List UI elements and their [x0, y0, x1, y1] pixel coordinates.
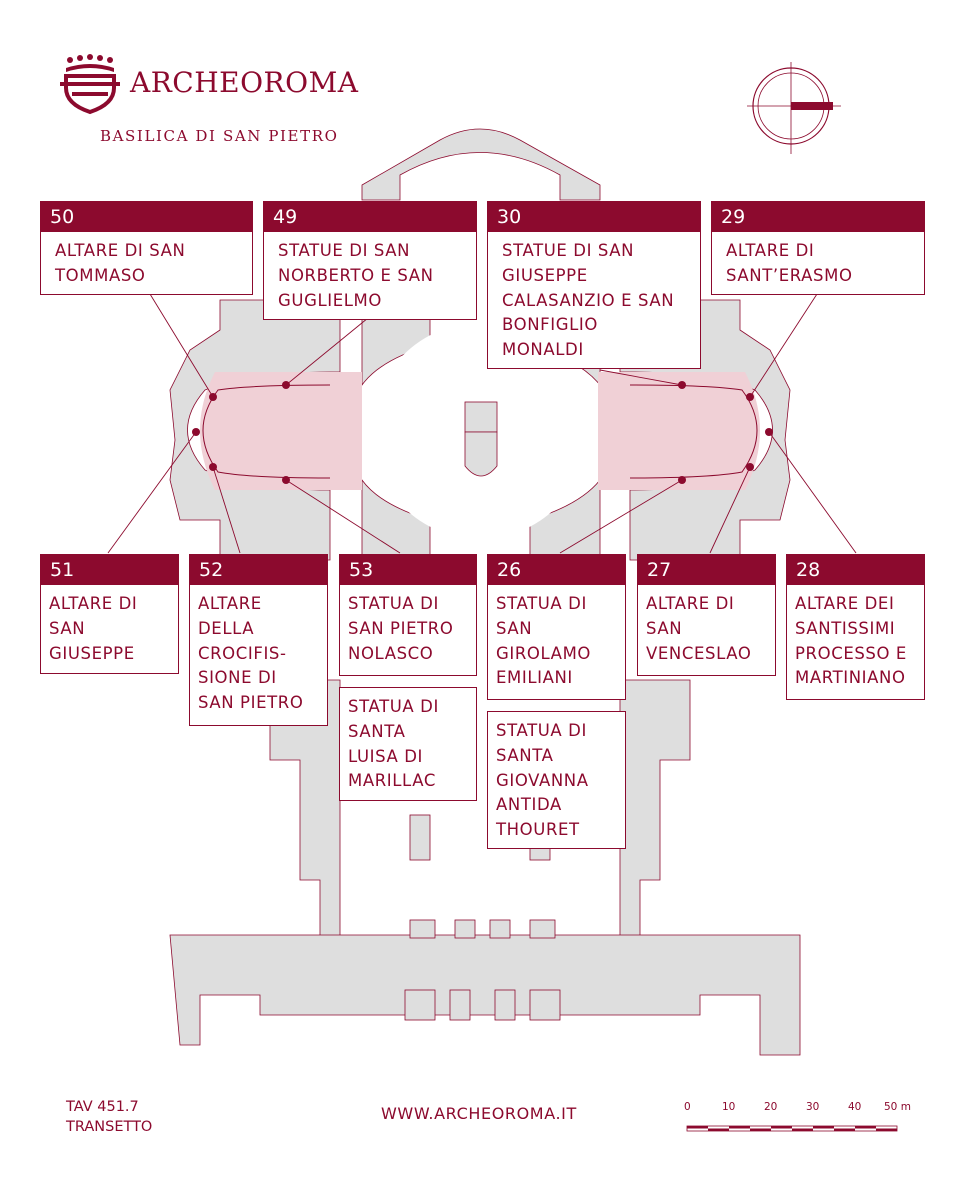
scale-tick-label: 0	[684, 1101, 691, 1113]
label-text: STATUA DI SAN GIROLAMO EMILIANI	[496, 594, 591, 688]
portico-pier	[404, 989, 436, 1021]
portico-pier	[449, 989, 471, 1021]
label-luisa-di-marillac: STATUA DI SANTA LUISA DI MARILLAC	[339, 687, 477, 801]
portico-pier	[494, 989, 516, 1021]
label-26: 26 STATUA DI SAN GIROLAMO EMILIANI	[487, 554, 626, 700]
label-28: 28 ALTARE DEI SANTISSIMI PROCESSO E MART…	[786, 554, 925, 700]
label-52: 52 ALTARE DELLA CROCIFIS- SIONE DI SAN P…	[189, 554, 328, 726]
plate-number: TAV 451.7	[66, 1099, 139, 1115]
scale-bar: 0 10 20 30 40 50 m	[684, 1101, 911, 1132]
label-number: 29	[712, 202, 924, 232]
label-number: 49	[264, 202, 476, 232]
portico-pier	[529, 989, 561, 1021]
label-text: ALTARE DEI SANTISSIMI PROCESSO E MARTINI…	[795, 594, 907, 688]
label-text: ALTARE DELLA CROCIFIS- SIONE DI SAN PIET…	[198, 594, 304, 713]
nave-wall-east	[619, 679, 691, 941]
label-text: ALTARE DI SANT’ERASMO	[726, 241, 853, 285]
portico-pier	[454, 919, 476, 939]
label-29: 29 ALTARE DI SANT’ERASMO	[711, 201, 925, 295]
scale-tick-label: 10	[722, 1101, 735, 1113]
scale-tick-label: 40	[848, 1101, 861, 1113]
label-51: 51 ALTARE DI SAN GIUSEPPE	[40, 554, 179, 674]
label-number: 27	[638, 555, 775, 585]
label-number: 51	[41, 555, 178, 585]
label-text: STATUA DI SANTA LUISA DI MARILLAC	[348, 697, 439, 791]
label-giovanna-antida-thouret: STATUA DI SANTA GIOVANNA ANTIDA THOURET	[487, 711, 626, 849]
label-number: 28	[787, 555, 924, 585]
label-text: ALTARE DI SAN TOMMASO	[55, 241, 186, 285]
label-text: STATUA DI SANTA GIOVANNA ANTIDA THOURET	[496, 721, 589, 840]
label-27: 27 ALTARE DI SAN VENCESLAO	[637, 554, 776, 676]
portico-pier	[529, 919, 556, 939]
plate-section: TRANSETTO	[66, 1119, 153, 1135]
transept-highlight	[200, 372, 362, 490]
scale-tick-label: 50 m	[884, 1101, 911, 1113]
label-50: 50 ALTARE DI SAN TOMMASO	[40, 201, 253, 295]
compass-rose-icon	[747, 62, 841, 154]
label-text: ALTARE DI SAN GIUSEPPE	[49, 594, 138, 663]
archeoroma-crest-icon	[60, 54, 120, 115]
label-text: STATUE DI SAN GIUSEPPE CALASANZIO E SAN …	[502, 241, 675, 360]
confessio	[464, 431, 498, 477]
label-30: 30 STATUE DI SAN GIUSEPPE CALASANZIO E S…	[487, 201, 701, 369]
label-text: ALTARE DI SAN VENCESLAO	[646, 594, 752, 663]
nave-pier	[409, 814, 431, 861]
label-number: 26	[488, 555, 625, 585]
portico	[169, 934, 801, 1056]
scale-tick-label: 20	[764, 1101, 777, 1113]
altar	[464, 401, 498, 433]
website-link[interactable]: WWW.ARCHEOROMA.IT	[381, 1104, 577, 1123]
brand-title: ARCHEOROMA	[130, 66, 359, 99]
label-number: 53	[340, 555, 476, 585]
label-number: 30	[488, 202, 700, 232]
label-number: 50	[41, 202, 252, 232]
portico-pier	[489, 919, 511, 939]
scale-tick-label: 30	[806, 1101, 819, 1113]
plate-info: TAV 451.7 TRANSETTO	[66, 1097, 152, 1137]
label-text: STATUA DI SAN PIETRO NOLASCO	[348, 594, 454, 663]
north-apse	[361, 128, 601, 201]
transept-highlight	[598, 372, 760, 490]
label-49: 49 STATUE DI SAN NORBERTO E SAN GUGLIELM…	[263, 201, 477, 320]
page-subtitle: BASILICA DI SAN PIETRO	[100, 127, 339, 145]
portico-pier	[409, 919, 436, 939]
label-text: STATUE DI SAN NORBERTO E SAN GUGLIELMO	[278, 241, 434, 310]
label-53: 53 STATUA DI SAN PIETRO NOLASCO	[339, 554, 477, 676]
label-number: 52	[190, 555, 327, 585]
